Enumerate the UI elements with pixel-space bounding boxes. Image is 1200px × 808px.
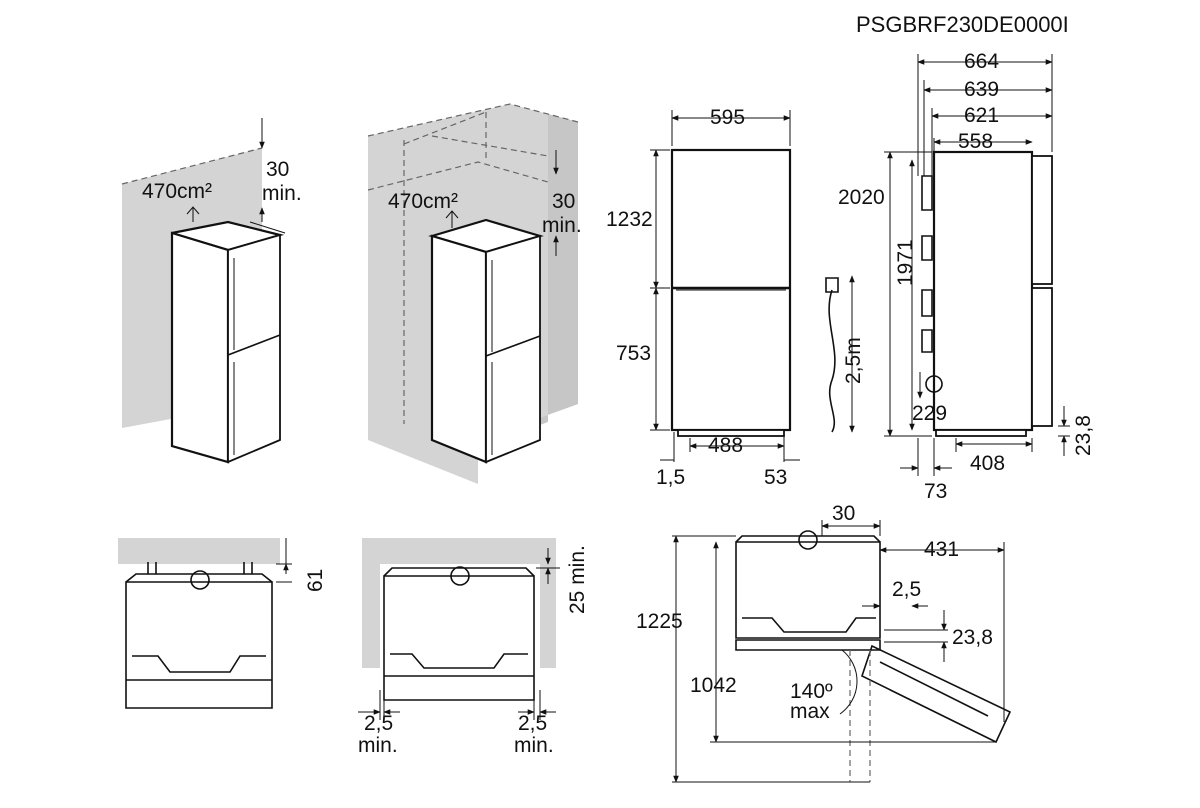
door-angle-value: 140º	[790, 680, 833, 703]
front-upper-height: 1232	[606, 208, 653, 231]
front-right-offset: 53	[764, 466, 787, 489]
front-foot-spacing: 488	[708, 434, 743, 457]
built-in-top-gap: 30	[552, 190, 575, 213]
door-swing-view: 30 431 2,5 23,8 1225 1042 140º max	[636, 502, 1012, 783]
side-plug-height: 229	[912, 402, 947, 425]
top-view-niche: 25 min. 2,5 min. 2,5 min.	[358, 538, 589, 757]
side-view: 664 639 621 558 2020 1971 229 23,8 408 7…	[838, 50, 1095, 503]
side-foot-depth: 408	[970, 452, 1005, 475]
side-body-height: 1971	[894, 239, 917, 286]
side-total-height: 2020	[838, 186, 885, 209]
side-foot-offset: 73	[924, 480, 947, 503]
freestanding-ventilation-label: 470cm²	[142, 180, 212, 203]
top-view-2-left-gap-min: min.	[358, 734, 398, 757]
door-total-depth-open: 1225	[636, 610, 683, 633]
door-thickness: 23,8	[952, 626, 993, 649]
cable-length: 2,5m	[842, 337, 865, 384]
top-view-2-right-gap: 2,5	[518, 712, 547, 735]
built-in-top-gap-min: min.	[542, 214, 582, 237]
cable-view: 2,5m	[825, 275, 865, 433]
door-angle-max: max	[790, 700, 830, 723]
freestanding-top-gap-min: min.	[262, 182, 302, 205]
top-view-freestanding: 61	[118, 538, 327, 709]
door-depth-at-140: 1042	[690, 674, 737, 697]
door-side-clearance: 431	[924, 538, 959, 561]
side-depth-558: 558	[958, 130, 993, 153]
door-hinge-offset: 30	[832, 502, 855, 525]
top-view-1-rear-gap: 61	[304, 569, 327, 592]
built-in-view: 470cm² 30 min.	[367, 103, 582, 484]
side-depth-621: 621	[964, 104, 999, 127]
side-depth-664: 664	[964, 50, 999, 73]
front-view: 595 1232 753 488 1,5 53	[606, 106, 800, 489]
side-depth-639: 639	[964, 78, 999, 101]
freestanding-view: 470cm² 30 min.	[121, 118, 302, 464]
model-code: PSGBRF230DE0000I	[856, 12, 1069, 37]
top-view-2-rear-gap: 25 min.	[566, 545, 589, 614]
freestanding-top-gap: 30	[266, 158, 289, 181]
top-view-2-left-gap: 2,5	[364, 712, 393, 735]
built-in-ventilation-label: 470cm²	[388, 190, 458, 213]
door-hinge-gap: 2,5	[892, 578, 921, 601]
front-left-offset: 1,5	[656, 466, 685, 489]
top-view-2-right-gap-min: min.	[514, 734, 554, 757]
side-foot-height: 23,8	[1072, 415, 1095, 456]
front-lower-height: 753	[616, 342, 651, 365]
front-width: 595	[710, 106, 745, 129]
